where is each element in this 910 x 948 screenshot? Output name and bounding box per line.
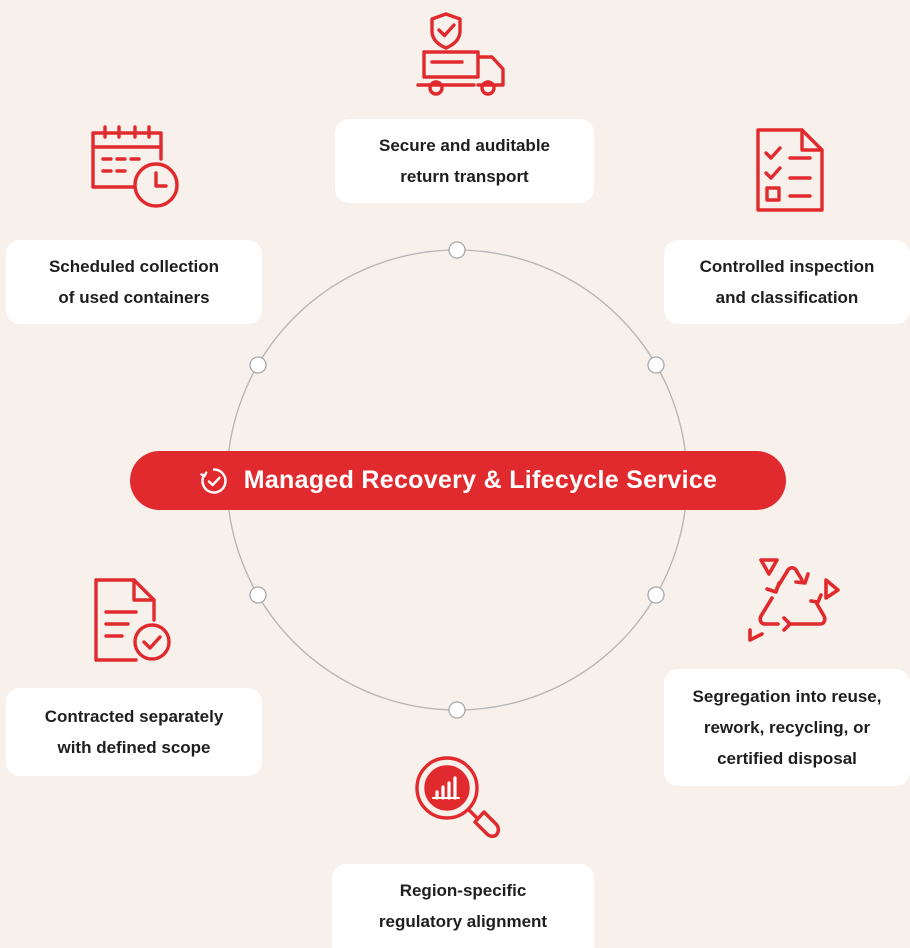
step-label-line: Contracted separately [44, 707, 224, 726]
step-label-line: certified disposal [717, 749, 857, 768]
ring-node-upper-left [249, 356, 267, 374]
step-label-line: Controlled inspection [699, 257, 875, 276]
step-label-line: Segregation into reuse, [692, 687, 882, 706]
secure-truck-icon [416, 12, 505, 96]
step-label-line: of used containers [58, 288, 210, 307]
ring-node-upper-right [647, 356, 665, 374]
ring-node-lower-right [647, 586, 665, 604]
step-card-regulatory: Region-specific regulatory alignment [332, 864, 594, 948]
step-label-line: rework, recycling, or [703, 718, 871, 737]
step-label-line: and classification [715, 288, 859, 307]
step-label-line: with defined scope [57, 738, 211, 757]
step-card-collection: Scheduled collection of used containers [6, 240, 262, 324]
step-card-inspection: Controlled inspection and classification [664, 240, 910, 324]
step-label-line: regulatory alignment [378, 912, 548, 931]
step-card-segregation: Segregation into reuse, rework, recyclin… [664, 669, 910, 786]
checklist-document-icon [756, 128, 824, 212]
refresh-check-icon [200, 467, 227, 494]
center-title: Managed Recovery & Lifecycle Service [243, 466, 718, 494]
ring-node-lower-left [249, 586, 267, 604]
calendar-clock-icon [91, 125, 179, 208]
ring-node-bottom [448, 701, 466, 719]
step-card-contract: Contracted separately with defined scope [6, 688, 262, 776]
magnifier-chart-icon [415, 756, 501, 838]
document-check-icon [94, 578, 171, 662]
center-title-pill: Managed Recovery & Lifecycle Service [130, 451, 786, 510]
step-label-line: Scheduled collection [48, 257, 220, 276]
step-label-line: Secure and auditable [379, 136, 550, 155]
step-label-line: return transport [400, 167, 529, 186]
ring-node-top [448, 241, 466, 259]
step-label-line: Region-specific [399, 881, 527, 900]
step-card-transport: Secure and auditable return transport [335, 119, 594, 203]
recycle-icon [748, 558, 840, 642]
